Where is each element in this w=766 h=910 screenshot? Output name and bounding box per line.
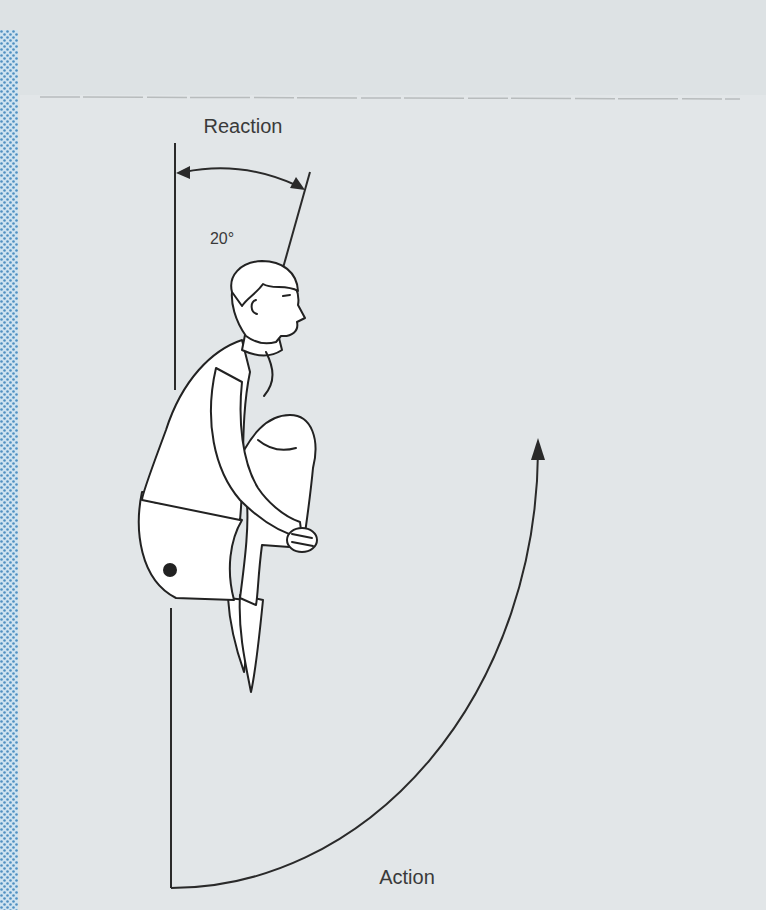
force-label: Action <box>379 866 435 889</box>
reaction-arc <box>184 168 298 186</box>
page-sheet <box>20 95 766 910</box>
vertical-reference <box>170 608 172 888</box>
border-strip <box>0 30 18 910</box>
arrow-head <box>176 166 190 179</box>
diver-figure <box>139 261 317 692</box>
force-label: Reaction <box>204 115 283 138</box>
arrow-head <box>531 438 545 460</box>
angle-label: 20° <box>210 230 234 248</box>
fold-line <box>40 97 740 99</box>
arrow-head <box>290 177 305 190</box>
tilt-line <box>283 172 310 268</box>
vertical-reference <box>174 143 176 390</box>
